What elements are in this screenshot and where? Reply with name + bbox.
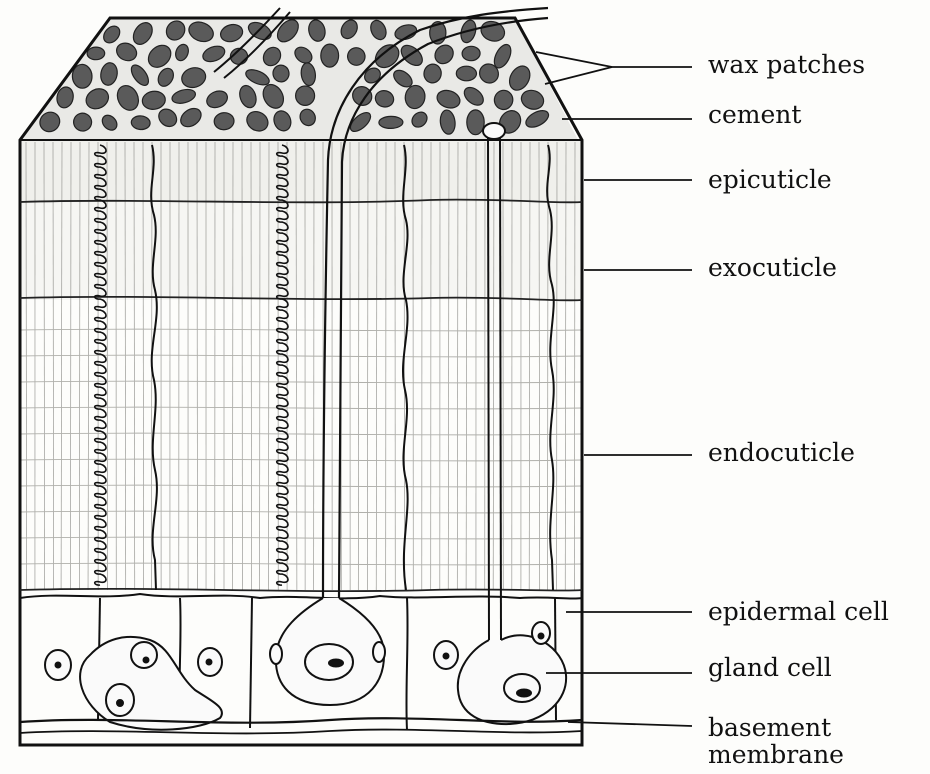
label-basement-line1: basement <box>708 714 844 741</box>
gland-canal <box>500 138 501 640</box>
leader-line-wax <box>545 67 612 84</box>
label-epidermal-cell: epidermal cell <box>708 599 889 624</box>
nucleolus <box>517 690 531 697</box>
label-gland-cell: gland cell <box>708 655 832 680</box>
cell-wall <box>250 598 252 728</box>
epidermal-cells <box>20 594 582 733</box>
basement-membrane <box>20 730 582 734</box>
nucleolus <box>329 660 343 667</box>
lamella-line <box>20 381 582 383</box>
nucleus <box>131 642 157 668</box>
label-endocuticle: endocuticle <box>708 440 855 465</box>
lamella-line <box>20 511 582 513</box>
lamella-line <box>20 407 582 409</box>
epicuticle-layer <box>20 140 582 202</box>
endocuticle-boundary <box>20 589 582 591</box>
wax-patch <box>87 47 105 60</box>
leader-line-basement-membrane <box>568 722 692 726</box>
nucleolus <box>144 658 149 663</box>
label-wax-patches: wax patches <box>708 52 865 77</box>
nucleolus <box>539 634 544 639</box>
wax-patch <box>379 116 403 128</box>
label-basement-membrane: basement membrane <box>708 714 844 768</box>
nucleolus <box>117 700 123 706</box>
nucleus-fragment <box>373 642 385 662</box>
nucleus-fragment <box>270 644 282 664</box>
wax-patch <box>321 44 339 67</box>
nucleolus <box>207 660 212 665</box>
gland-canal <box>488 138 489 640</box>
label-epicuticle: epicuticle <box>708 167 832 192</box>
label-exocuticle: exocuticle <box>708 255 837 280</box>
cell-wall <box>406 598 407 730</box>
cell-apical-border <box>20 594 582 599</box>
nucleolus <box>444 654 449 659</box>
nucleus <box>504 674 540 702</box>
label-cement: cement <box>708 102 801 127</box>
label-basement-line2: membrane <box>708 741 844 768</box>
wax-patch <box>456 66 476 81</box>
wax-patch <box>296 86 315 105</box>
wax-patch <box>467 110 484 135</box>
gland-canal-opening <box>483 123 505 139</box>
wax-patch <box>462 46 481 61</box>
lamella-line <box>20 485 582 487</box>
nucleolus <box>56 663 61 668</box>
leader-line-wax <box>536 52 612 67</box>
